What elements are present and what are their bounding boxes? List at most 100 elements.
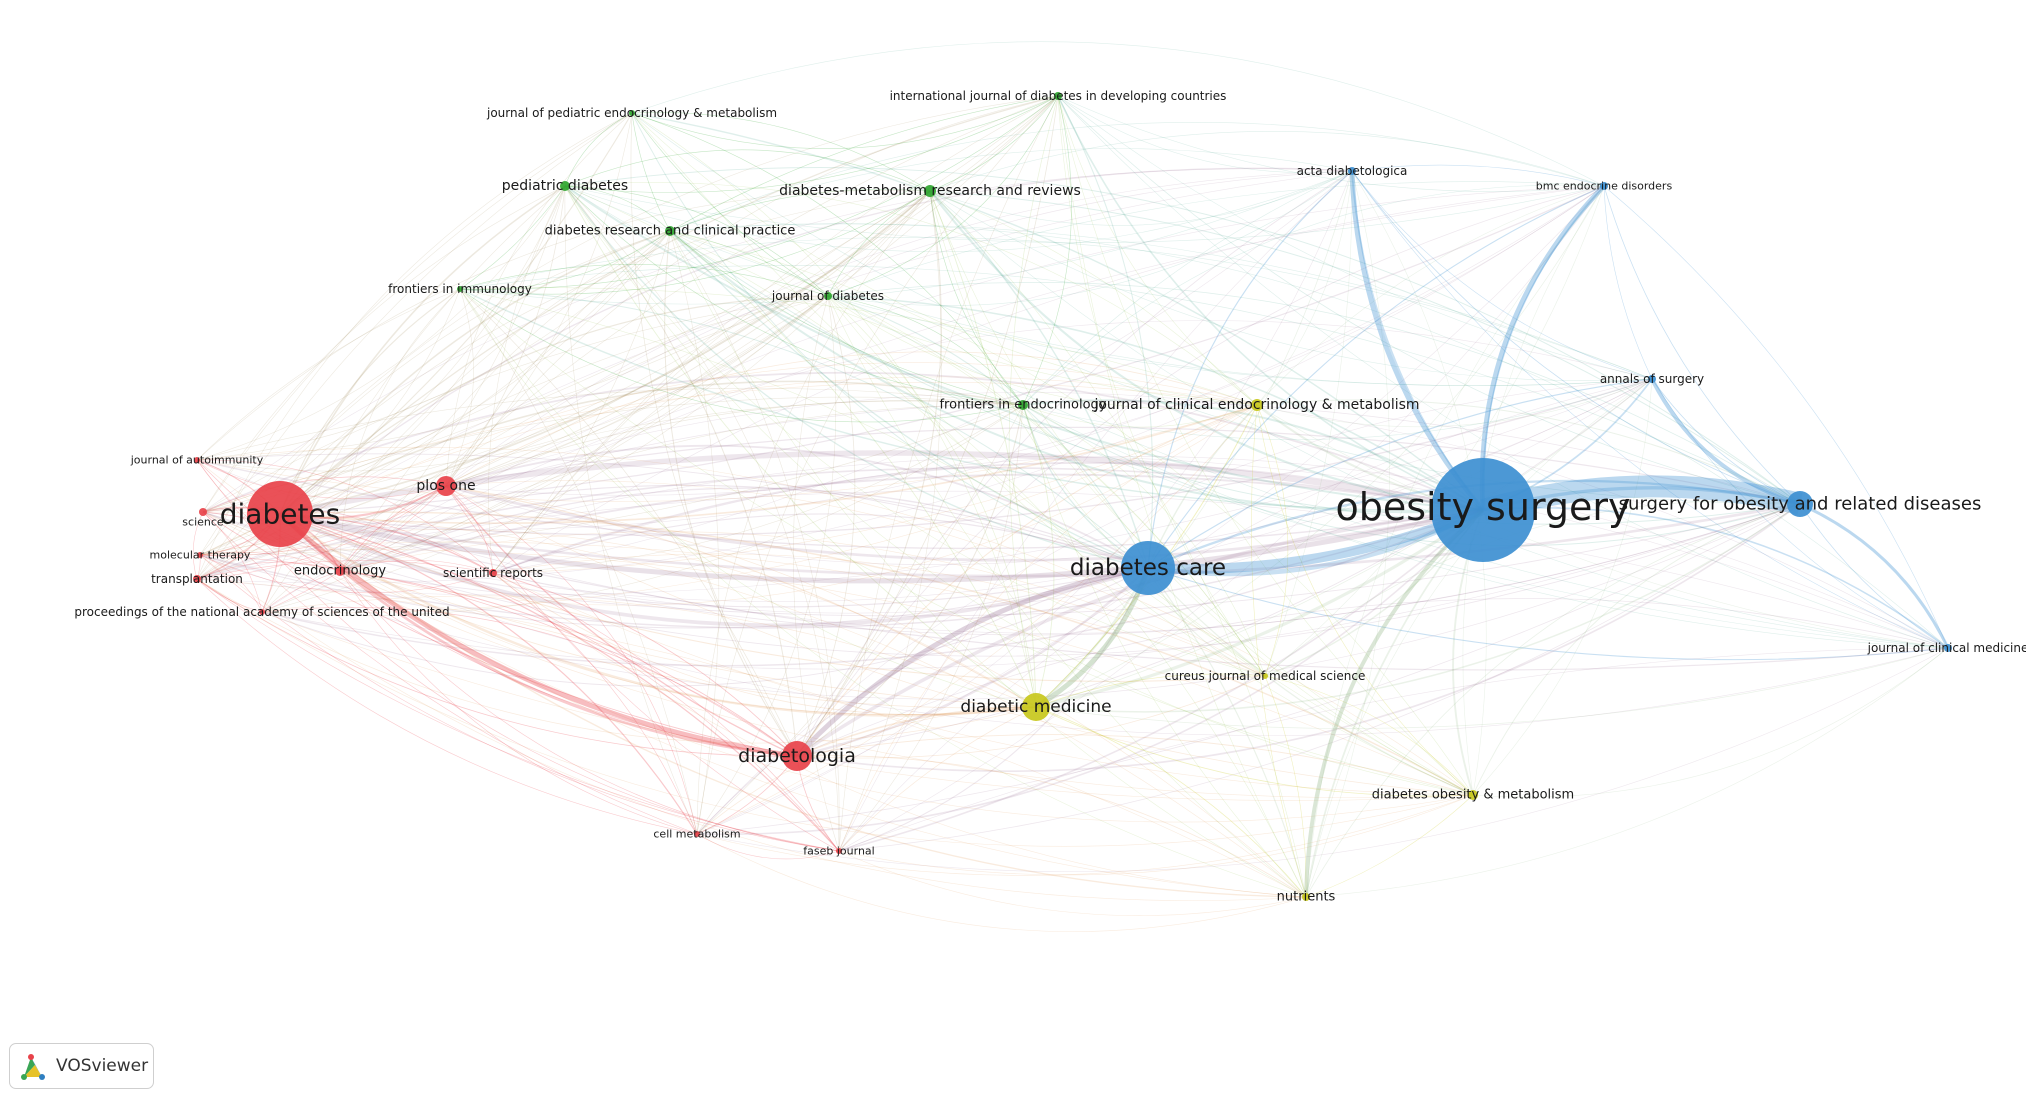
node-transplantation[interactable] <box>193 575 201 583</box>
link <box>202 112 633 513</box>
link <box>793 295 840 852</box>
link <box>199 529 1037 708</box>
link <box>696 833 1307 932</box>
link <box>261 607 798 757</box>
link <box>564 167 1801 505</box>
link <box>669 230 1474 796</box>
node-diabetes-research-and-clinical-practice[interactable] <box>665 226 675 236</box>
node-frontiers-in-endocrinology[interactable] <box>1018 400 1028 410</box>
link <box>696 706 1037 835</box>
link <box>196 404 1258 502</box>
node-journal-of-clinical-medicine[interactable] <box>1944 644 1952 652</box>
link <box>1351 170 1801 505</box>
link <box>827 295 1474 796</box>
node-international-journal-of-diabetes-in-developing-countries[interactable] <box>1054 92 1062 100</box>
link <box>279 295 829 515</box>
link <box>838 647 1949 852</box>
link <box>1057 95 1154 569</box>
link <box>838 185 1605 852</box>
label-pediatric-diabetes: pediatric diabetes <box>502 178 628 194</box>
node-surgery-for-obesity-and-related-diseases[interactable] <box>1787 491 1813 517</box>
link <box>279 167 1353 515</box>
node-diabetes-care[interactable] <box>1121 541 1175 595</box>
link <box>696 185 1605 835</box>
node-journal-of-pediatric-endocrinology-metabolism[interactable] <box>629 110 635 116</box>
link <box>827 295 1307 898</box>
link <box>339 570 840 852</box>
node-journal-of-diabetes[interactable] <box>824 292 832 300</box>
node-diabetologia[interactable] <box>782 741 812 771</box>
label-scientific-reports: scientific reports <box>443 566 543 580</box>
link <box>1305 509 1484 898</box>
node-science[interactable] <box>199 508 207 516</box>
node-pediatric-diabetes[interactable] <box>560 181 570 191</box>
link <box>1022 404 1266 677</box>
link <box>199 404 1024 556</box>
node-cell-metabolism[interactable] <box>694 831 700 837</box>
node-diabetes-obesity-metabolism[interactable] <box>1468 790 1478 800</box>
link <box>1022 404 1307 898</box>
node-molecular-therapy[interactable] <box>197 552 203 558</box>
link <box>492 170 1353 574</box>
link <box>339 404 1258 606</box>
link <box>492 553 1266 677</box>
link <box>1022 170 1353 406</box>
link <box>1351 164 1605 187</box>
link <box>279 404 1258 525</box>
node-nutrients[interactable] <box>1302 893 1310 901</box>
link <box>669 230 1149 569</box>
link <box>196 453 1149 569</box>
node-obesity-surgery[interactable] <box>1431 458 1535 562</box>
link <box>261 595 1037 708</box>
link <box>492 404 1258 574</box>
link <box>827 295 1024 406</box>
vosviewer-brand[interactable]: VOSviewer <box>9 1043 154 1089</box>
link <box>1799 502 1950 649</box>
link <box>1147 567 1949 661</box>
link <box>459 237 1653 380</box>
vosviewer-logo-icon <box>21 1054 45 1080</box>
link <box>631 112 1024 406</box>
node-journal-of-clinical-endocrinology-metabolism[interactable] <box>1251 399 1263 411</box>
node-frontiers-in-immunology[interactable] <box>457 286 463 292</box>
node-endocrinology[interactable] <box>335 566 345 576</box>
node-journal-of-autoimmunity[interactable] <box>194 457 200 463</box>
link <box>192 511 204 580</box>
node-diabetic-medicine[interactable] <box>1022 693 1050 721</box>
link <box>796 734 1474 796</box>
node-annals-of-surgery[interactable] <box>1648 375 1656 383</box>
link <box>1147 170 1353 569</box>
link <box>492 513 1149 574</box>
node-proceedings-of-the-national-academy-of-sciences-of-the-united[interactable] <box>259 609 265 615</box>
node-diabetes[interactable] <box>247 481 313 547</box>
label-frontiers-in-immunology: frontiers in immunology <box>388 282 532 296</box>
node-acta-diabetologica[interactable] <box>1348 167 1356 175</box>
label-diabetologia: diabetologia <box>738 745 856 767</box>
link <box>929 190 1949 649</box>
link <box>838 190 942 852</box>
link <box>564 185 1949 649</box>
node-diabetes-metabolism-research-and-reviews[interactable] <box>924 185 936 197</box>
node-cureus-journal-of-medical-science[interactable] <box>1262 673 1268 679</box>
link <box>1147 567 1474 796</box>
node-faseb-journal[interactable] <box>836 848 842 854</box>
link <box>279 95 1059 515</box>
link <box>1022 404 1949 649</box>
node-scientific-reports[interactable] <box>489 569 497 577</box>
link <box>261 567 1149 687</box>
link <box>929 190 1024 406</box>
link <box>827 295 1266 677</box>
link <box>202 396 1024 513</box>
link <box>196 490 1949 649</box>
link <box>445 95 1059 487</box>
network-links <box>192 41 1950 932</box>
node-bmc-endocrine-disorders[interactable] <box>1600 182 1608 190</box>
link <box>631 112 671 232</box>
node-plos-one[interactable] <box>436 476 456 496</box>
link <box>279 185 566 515</box>
link <box>445 480 1266 677</box>
link <box>696 647 1949 873</box>
link <box>492 572 1037 716</box>
link <box>1472 647 1949 798</box>
